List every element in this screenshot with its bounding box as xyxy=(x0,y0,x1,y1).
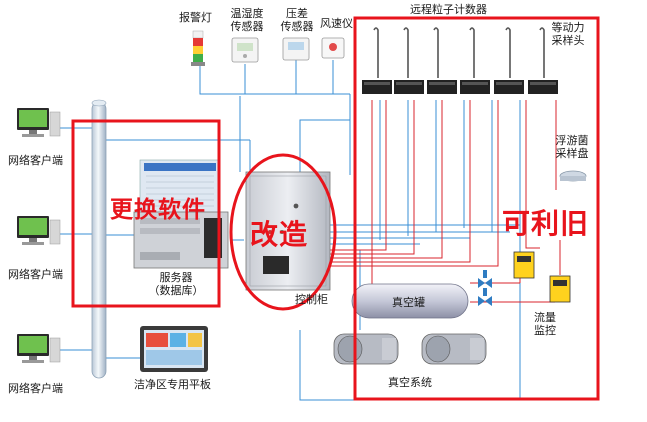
particle-counter-3-icon xyxy=(427,27,457,94)
wind-speed-meter-icon xyxy=(321,37,345,59)
vacuum-tank-label: 真空罐 xyxy=(392,296,425,309)
client-2-label: 网络客户端 xyxy=(8,268,63,281)
alarm-light-icon xyxy=(191,30,205,66)
temp-humidity-sensor-label-line1: 温湿度 xyxy=(230,7,264,20)
server-icon xyxy=(133,159,229,269)
modify-highlight xyxy=(229,153,337,311)
temp-humidity-sensor-label: 温湿度 传感器 xyxy=(227,7,267,33)
particle-counter-5-icon xyxy=(494,27,524,94)
particle-counter-label: 远程粒子计数器 xyxy=(410,3,487,16)
isokinetic-sampler-label: 等动力 采样头 xyxy=(545,21,591,47)
client-pc-1-icon xyxy=(17,108,61,137)
server-label-line1: 服务器 xyxy=(159,271,193,284)
particle-counter-4-icon xyxy=(460,27,490,94)
particle-counter-2-icon xyxy=(394,27,424,94)
cleanroom-tablet-label: 洁净区专用平板 xyxy=(134,378,211,391)
particle-counter-6-icon xyxy=(528,27,558,94)
flow-monitor-label: 流量 监控 xyxy=(528,311,562,337)
client-3-label: 网络客户端 xyxy=(8,382,63,395)
replace-software-highlight xyxy=(71,119,221,308)
isokinetic-sampler-label-line1: 等动力 xyxy=(551,21,585,34)
replace-software-annotation: 更换软件 xyxy=(110,197,206,223)
client-pc-3-icon xyxy=(17,334,61,363)
flow-monitor-label-line2: 监控 xyxy=(534,324,556,337)
temp-humidity-sensor-icon xyxy=(231,37,259,63)
plankton-sampler-label: 浮游菌 采样盘 xyxy=(549,134,595,160)
control-cabinet-label: 控制柜 xyxy=(295,293,328,306)
modify-annotation: 改造 xyxy=(250,218,309,251)
pressure-diff-sensor-label: 压差 传感器 xyxy=(277,7,317,33)
particle-counters xyxy=(362,27,558,94)
plankton-sampler-label-line1: 浮游菌 xyxy=(555,134,589,147)
flow-monitor-1-icon xyxy=(513,251,535,279)
alarm-light-label: 报警灯 xyxy=(179,11,212,24)
control-cabinet-icon xyxy=(245,171,331,291)
isokinetic-sampler-label-line2: 采样头 xyxy=(551,34,585,47)
reusable-highlight xyxy=(353,16,600,401)
vacuum-tank-icon xyxy=(351,283,469,319)
valve-icons xyxy=(478,270,492,306)
client-pc-2-icon xyxy=(17,216,61,245)
server-label-line2: （数据库） xyxy=(148,284,204,297)
temp-humidity-sensor-label-line2: 传感器 xyxy=(230,20,264,33)
plankton-sampler-label-line2: 采样盘 xyxy=(555,147,589,160)
cleanroom-tablet-icon xyxy=(140,326,208,372)
flow-monitor-2-icon xyxy=(549,275,571,303)
flow-monitor-label-line1: 流量 xyxy=(534,311,556,324)
reusable-annotation: 可利旧 xyxy=(502,207,590,240)
particle-counter-1-icon xyxy=(362,27,392,94)
pressure-diff-sensor-label-line2: 传感器 xyxy=(280,20,314,33)
server-label: 服务器 （数据库） xyxy=(140,271,212,297)
client-1-label: 网络客户端 xyxy=(8,154,63,167)
vacuum-pump-2-icon xyxy=(421,333,487,365)
wind-speed-meter-label: 风速仪 xyxy=(320,17,353,30)
pressure-diff-sensor-icon xyxy=(282,37,310,61)
vacuum-pump-1-icon xyxy=(333,333,399,365)
plankton-sampler-icon xyxy=(559,170,587,182)
pressure-diff-sensor-label-line1: 压差 xyxy=(286,7,308,20)
network-backbone-pipe xyxy=(91,101,107,379)
vacuum-system-label: 真空系统 xyxy=(388,376,432,389)
